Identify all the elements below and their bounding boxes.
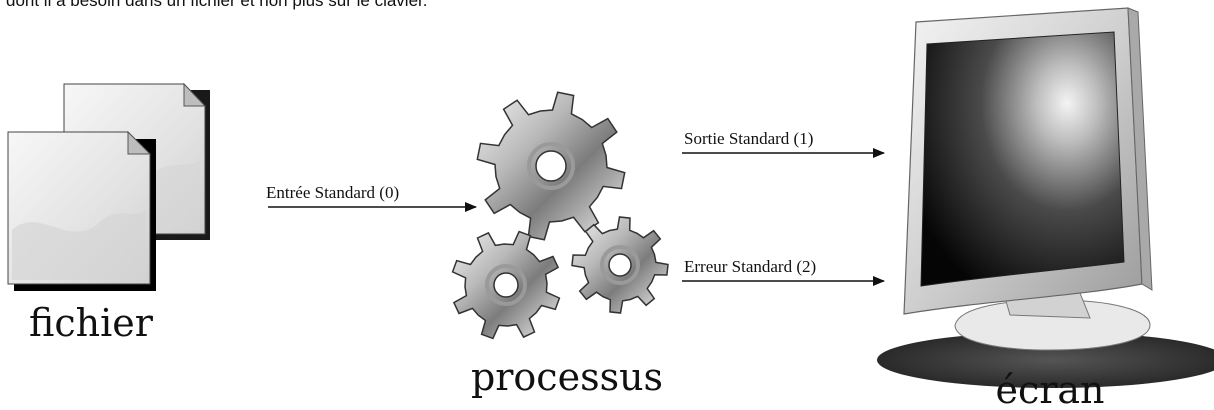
gear-small-left <box>451 230 561 340</box>
stdout-label: Sortie Standard (1) <box>684 129 813 148</box>
cropped-sentence: dont il a besoin dans un fichier et non … <box>6 0 428 10</box>
gear-large <box>476 91 626 241</box>
monitor-screen <box>920 31 1125 287</box>
monitor-base-shadow <box>877 332 1214 388</box>
monitor-side <box>1127 7 1153 291</box>
file-label: fichier <box>29 301 154 345</box>
gears-icon <box>451 91 669 340</box>
gear-large-hole <box>535 150 567 182</box>
document-stack-icon <box>7 82 210 291</box>
screen-label: écran <box>995 368 1104 410</box>
monitor-icon <box>877 7 1214 388</box>
document-front <box>7 130 156 291</box>
gear-small-left-ring <box>485 264 527 306</box>
gear-small-right-ring <box>600 245 640 285</box>
gear-small-left-hole <box>493 272 519 298</box>
gear-small-right-hole <box>608 253 632 277</box>
process-label: processus <box>471 355 663 399</box>
gear-large-ring <box>527 142 575 190</box>
stderr-label: Erreur Standard (2) <box>684 257 816 276</box>
gear-small-right <box>571 216 669 314</box>
stdin-label: Entrée Standard (0) <box>266 183 399 202</box>
